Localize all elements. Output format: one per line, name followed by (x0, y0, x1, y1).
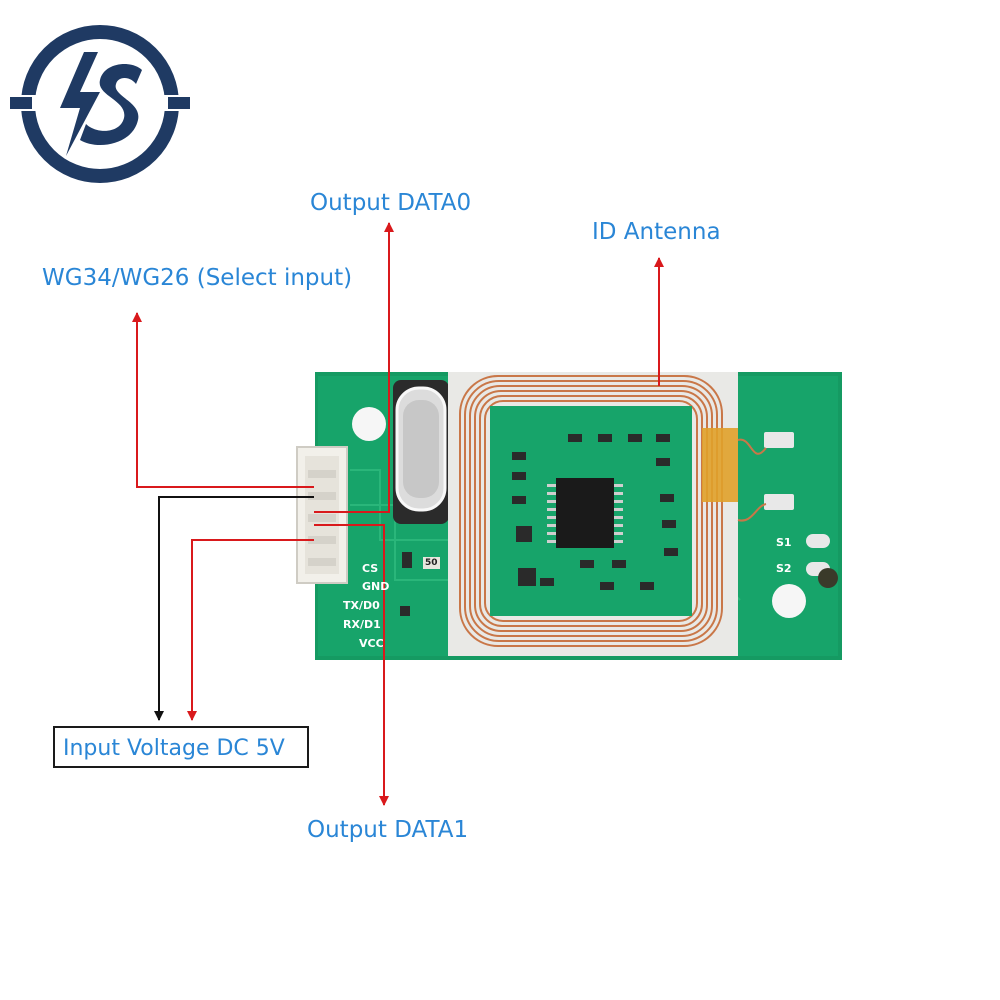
data1-callout-line (314, 524, 389, 806)
wg-select-input-label: WG34/WG26 (Select input) (42, 265, 353, 291)
callout-lines (132, 222, 664, 806)
vcc-callout-line (187, 539, 314, 721)
pad-label-s2: S2 (776, 562, 792, 575)
component-marking: 50 (423, 557, 440, 569)
pin-label-vcc: VCC (359, 637, 384, 650)
data0-callout-line (314, 222, 394, 513)
output-data0-label: Output DATA0 (310, 190, 472, 216)
output-data1-label: Output DATA1 (307, 817, 469, 843)
input-voltage-label: Input Voltage DC 5V (63, 736, 285, 761)
wg-select-callout-line (132, 312, 314, 488)
gnd-callout-line (154, 496, 314, 721)
id-antenna-label: ID Antenna (592, 219, 721, 245)
pad-label-s1: S1 (776, 536, 792, 549)
pin-label-tx: TX/D0 (343, 599, 380, 612)
pin-label-gnd: GND (362, 580, 390, 593)
pin-label-rx: RX/D1 (343, 618, 381, 631)
pin-label-cs: CS (362, 562, 379, 575)
rfid-module-board (296, 372, 842, 660)
brand-logo (10, 25, 192, 183)
input-voltage-box: Input Voltage DC 5V (53, 726, 309, 768)
